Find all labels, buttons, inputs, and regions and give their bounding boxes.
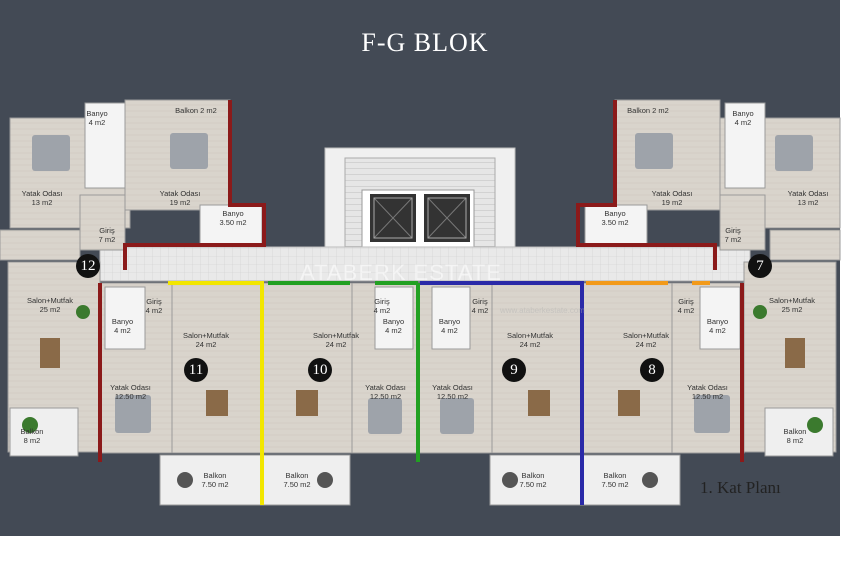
room-label: Giriş 7 m2 — [724, 226, 742, 244]
room-label: Balkon 2 m2 — [627, 106, 669, 115]
room-label: Yatak Odası 12.50 m2 — [687, 383, 728, 401]
room-label: Banyo 3.50 m2 — [219, 209, 247, 227]
room-label: Yatak Odası 19 m2 — [651, 189, 693, 207]
room-label: Giriş 7 m2 — [98, 226, 116, 244]
room-label: Salon+Mutfak 24 m2 — [182, 331, 230, 349]
unit-divider-lines — [168, 281, 710, 505]
room-label: Balkon 7.50 m2 — [519, 471, 547, 489]
room-label: Giriş 4 m2 — [677, 297, 695, 315]
room-label: Balkon 7.50 m2 — [201, 471, 229, 489]
room-label: Balkon 7.50 m2 — [283, 471, 311, 489]
room-label: Salon+Mutfak 24 m2 — [622, 331, 670, 349]
apartment-number-8: 8 — [640, 358, 664, 382]
room-label: Salon+Mutfak 24 m2 — [506, 331, 554, 349]
exterior-walls — [98, 100, 744, 462]
apartment-number-7: 7 — [748, 254, 772, 278]
room-label: Banyo 4 m2 — [382, 317, 405, 335]
room-label: Balkon 8 m2 — [20, 427, 44, 445]
room-label: Balkon 8 m2 — [783, 427, 807, 445]
corridor — [99, 246, 751, 282]
watermark-logo: ATABERK ESTATE — [300, 260, 502, 285]
room-label: Salon+Mutfak 24 m2 — [312, 331, 360, 349]
room-label: Yatak Odası 12.50 m2 — [110, 383, 151, 401]
apartment-number-10: 10 — [308, 358, 332, 382]
room-label: Banyo 4 m2 — [732, 109, 754, 127]
plan-title: F-G BLOK — [361, 28, 489, 57]
room-label: Banyo 4 m2 — [438, 317, 461, 335]
room-label: Giriş 4 m2 — [373, 297, 391, 315]
room-label: Yatak Odası 13 m2 — [787, 189, 829, 207]
room-label: Giriş 4 m2 — [471, 297, 489, 315]
room-label: Giriş 4 m2 — [145, 297, 163, 315]
floor-label: 1. Kat Planı — [700, 478, 781, 497]
apartment-number-9: 9 — [502, 358, 526, 382]
room-label: Yatak Odası 12.50 m2 — [432, 383, 473, 401]
room-label: Yatak Odası 13 m2 — [21, 189, 63, 207]
room-label: Yatak Odası 12.50 m2 — [365, 383, 406, 401]
room-label: Yatak Odası 19 m2 — [159, 189, 201, 207]
apartment-number-11: 11 — [184, 358, 208, 382]
room-label: Banyo 4 m2 — [86, 109, 108, 127]
room-label: Banyo 3.50 m2 — [601, 209, 629, 227]
room-label: Balkon 7.50 m2 — [601, 471, 629, 489]
room-label: Salon+Mutfak 25 m2 — [768, 296, 816, 314]
apartment-number-12: 12 — [76, 254, 100, 278]
room-label: Balkon 2 m2 — [175, 106, 217, 115]
watermark-url: www.ataberkestate.com — [500, 306, 585, 315]
room-label: Banyo 4 m2 — [706, 317, 729, 335]
room-label: Banyo 4 m2 — [111, 317, 134, 335]
room-label: Salon+Mutfak 25 m2 — [26, 296, 74, 314]
